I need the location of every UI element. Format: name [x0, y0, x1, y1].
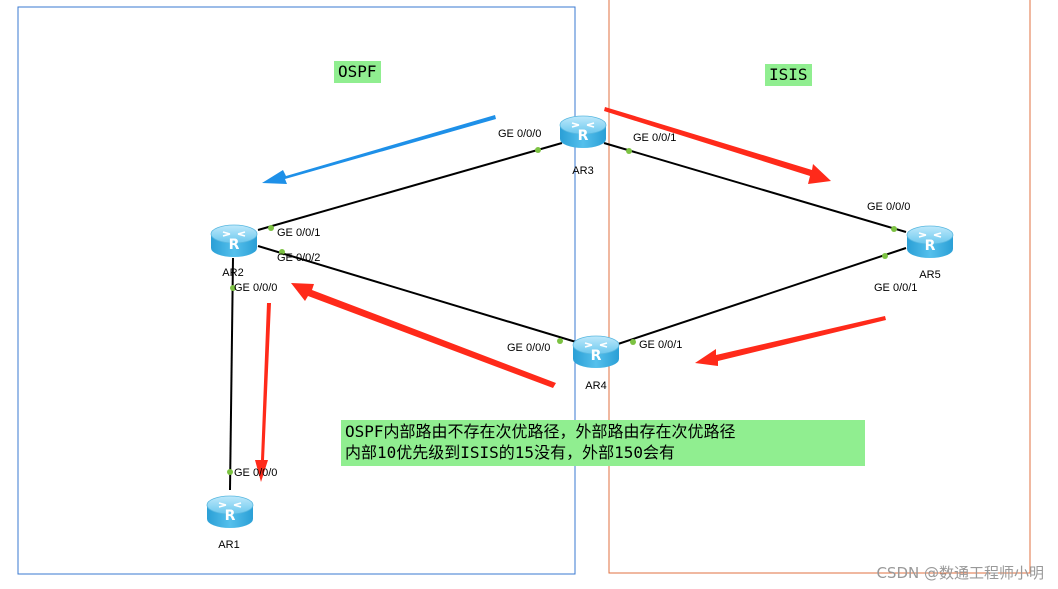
annotation-note: OSPF内部路由不存在次优路径，外部路由存在次优路径 内部10优先级到ISIS的… [341, 420, 865, 466]
iface-ar2-ge002: GE 0/0/2 [277, 252, 320, 264]
link-ar2-ar3 [257, 142, 563, 231]
ospf-area-box [17, 6, 576, 575]
arrow-red-ar4-to-ar2 [291, 283, 556, 388]
iface-ar5-ge000: GE 0/0/0 [867, 201, 910, 213]
iface-ar5-ge001: GE 0/0/1 [874, 282, 917, 294]
iface-ar1-ge000: GE 0/0/0 [234, 467, 277, 479]
port-dots [227, 147, 897, 475]
csdn-watermark: CSDN @数通工程师小明 [876, 564, 1044, 582]
arrow-blue-ar3-to-ar2 [262, 115, 496, 184]
iface-ar4-ge000: GE 0/0/0 [507, 342, 550, 354]
iface-ar3-ge000: GE 0/0/0 [498, 128, 541, 140]
arrow-red-ar2-to-ar1 [255, 303, 271, 482]
arrow-red-ar3-to-ar5 [604, 107, 831, 184]
link-ar4-ar5 [617, 247, 907, 345]
isis-area-box [608, 0, 1031, 574]
iface-ar2-ge000: GE 0/0/0 [234, 282, 277, 294]
link-ar2-ar1 [229, 257, 234, 491]
router-ar2-label: AR2 [222, 267, 243, 279]
router-ar4-icon[interactable] [572, 335, 620, 369]
ospf-area-label: OSPF [334, 61, 381, 83]
router-ar5-icon[interactable] [906, 225, 954, 259]
router-ar5-label: AR5 [919, 269, 940, 281]
link-ar2-ar4 [257, 245, 577, 343]
isis-area-label: ISIS [765, 64, 812, 86]
iface-ar2-ge001: GE 0/0/1 [277, 227, 320, 239]
router-ar1-icon[interactable] [206, 495, 254, 529]
router-ar1-label: AR1 [218, 539, 239, 551]
note-line-1: OSPF内部路由不存在次优路径，外部路由存在次优路径 [345, 422, 736, 441]
link-ar3-ar5 [603, 142, 907, 233]
router-ar3-icon[interactable] [559, 115, 607, 149]
router-ar3-label: AR3 [572, 165, 593, 177]
iface-ar3-ge001: GE 0/0/1 [633, 132, 676, 144]
router-ar4-label: AR4 [585, 380, 606, 392]
iface-ar4-ge001: GE 0/0/1 [639, 339, 682, 351]
router-ar2-icon[interactable] [210, 224, 258, 258]
note-line-2: 内部10优先级到ISIS的15没有，外部150会有 [345, 443, 675, 462]
arrow-red-ar5-to-ar4 [695, 316, 886, 366]
